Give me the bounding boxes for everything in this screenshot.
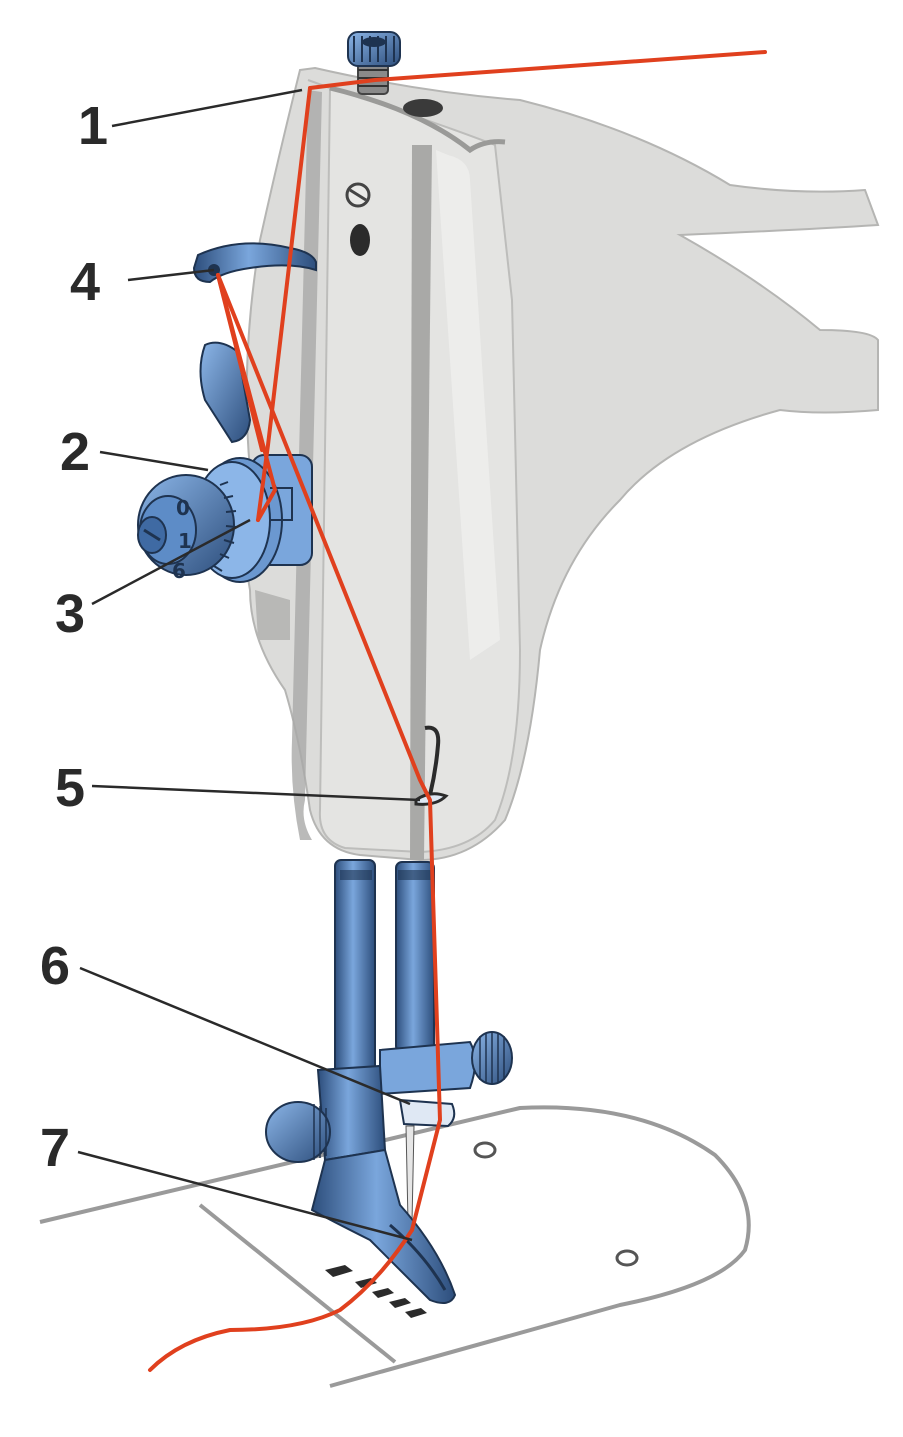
callout-2: 2 [60, 422, 90, 482]
leader-4 [127, 268, 215, 282]
needle-bar-assembly [265, 859, 513, 1305]
thread-check-spring-plate [199, 341, 252, 444]
top-oil-hole [403, 99, 443, 117]
needle-bar [395, 861, 435, 1053]
presser-foot [310, 1148, 457, 1305]
thread-path [148, 50, 767, 1372]
callout-leaders [77, 88, 421, 1242]
callout-4: 4 [70, 252, 100, 312]
dial-mark-6: 6 [172, 559, 186, 583]
callout-7: 7 [40, 1118, 70, 1178]
leader-7 [77, 1150, 413, 1242]
leader-1 [111, 88, 303, 128]
callout-3: 3 [55, 584, 85, 644]
leader-6 [79, 966, 411, 1106]
plate-screw-hole-1 [473, 1141, 497, 1159]
callout-numbers: 1 2 3 4 5 6 7 [40, 96, 108, 1178]
feed-dogs [325, 1265, 427, 1318]
callout-5: 5 [55, 758, 85, 818]
top-thread-guide [347, 31, 401, 95]
leader-3 [91, 518, 251, 606]
dial-mark-0: 0 [176, 496, 190, 520]
dial-mark-1: 1 [178, 529, 192, 553]
plate-screw-hole-2 [615, 1249, 639, 1267]
face-oil-hole [350, 224, 370, 256]
tension-assembly: 0 1 6 [137, 341, 313, 583]
callout-6: 6 [40, 936, 70, 996]
leader-5 [91, 784, 421, 802]
presser-bar [334, 859, 376, 1091]
callout-1: 1 [78, 96, 108, 156]
take-up-lever [192, 242, 317, 284]
machine-head [244, 66, 880, 862]
leader-2 [99, 450, 209, 472]
